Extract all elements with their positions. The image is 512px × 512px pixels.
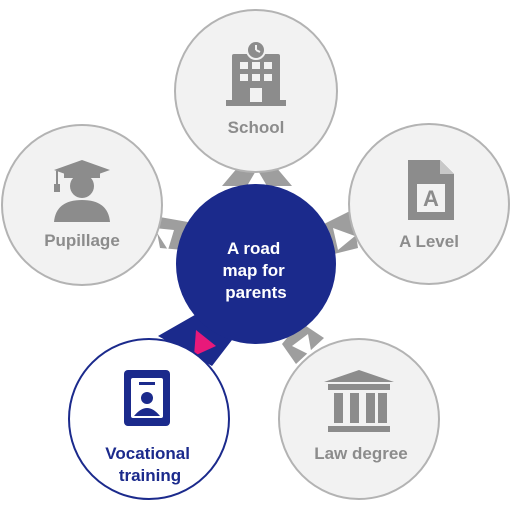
center-circle (176, 184, 336, 344)
id-badge-icon (124, 370, 170, 426)
document-a-icon: A (408, 160, 454, 220)
node-a-level[interactable]: A A Level (348, 123, 510, 285)
node-pupillage-label: Pupillage (44, 231, 120, 250)
node-law-degree[interactable]: Law degree (278, 338, 440, 500)
node-vocational-training[interactable]: Vocational training (68, 338, 230, 500)
pointer-vocational-training (194, 330, 216, 356)
node-vocational-training-label: Vocational training (105, 444, 194, 485)
center-label: A road map for parents (222, 239, 289, 302)
pointer-school (247, 169, 267, 186)
pointer-a-level (333, 228, 355, 250)
node-law-degree-label: Law degree (314, 444, 408, 463)
node-pupillage[interactable]: Pupillage (1, 124, 163, 286)
pointer-law-degree (292, 334, 312, 356)
node-school-label: School (228, 118, 285, 137)
courthouse-icon (324, 370, 394, 432)
node-school[interactable]: School (174, 9, 338, 173)
svg-text:A: A (423, 186, 439, 211)
node-a-level-label: A Level (399, 232, 459, 251)
building-icon (226, 40, 286, 106)
pointer-pupillage (154, 228, 174, 250)
center-node: A road map for parents (176, 184, 336, 344)
graduate-icon (54, 160, 110, 222)
